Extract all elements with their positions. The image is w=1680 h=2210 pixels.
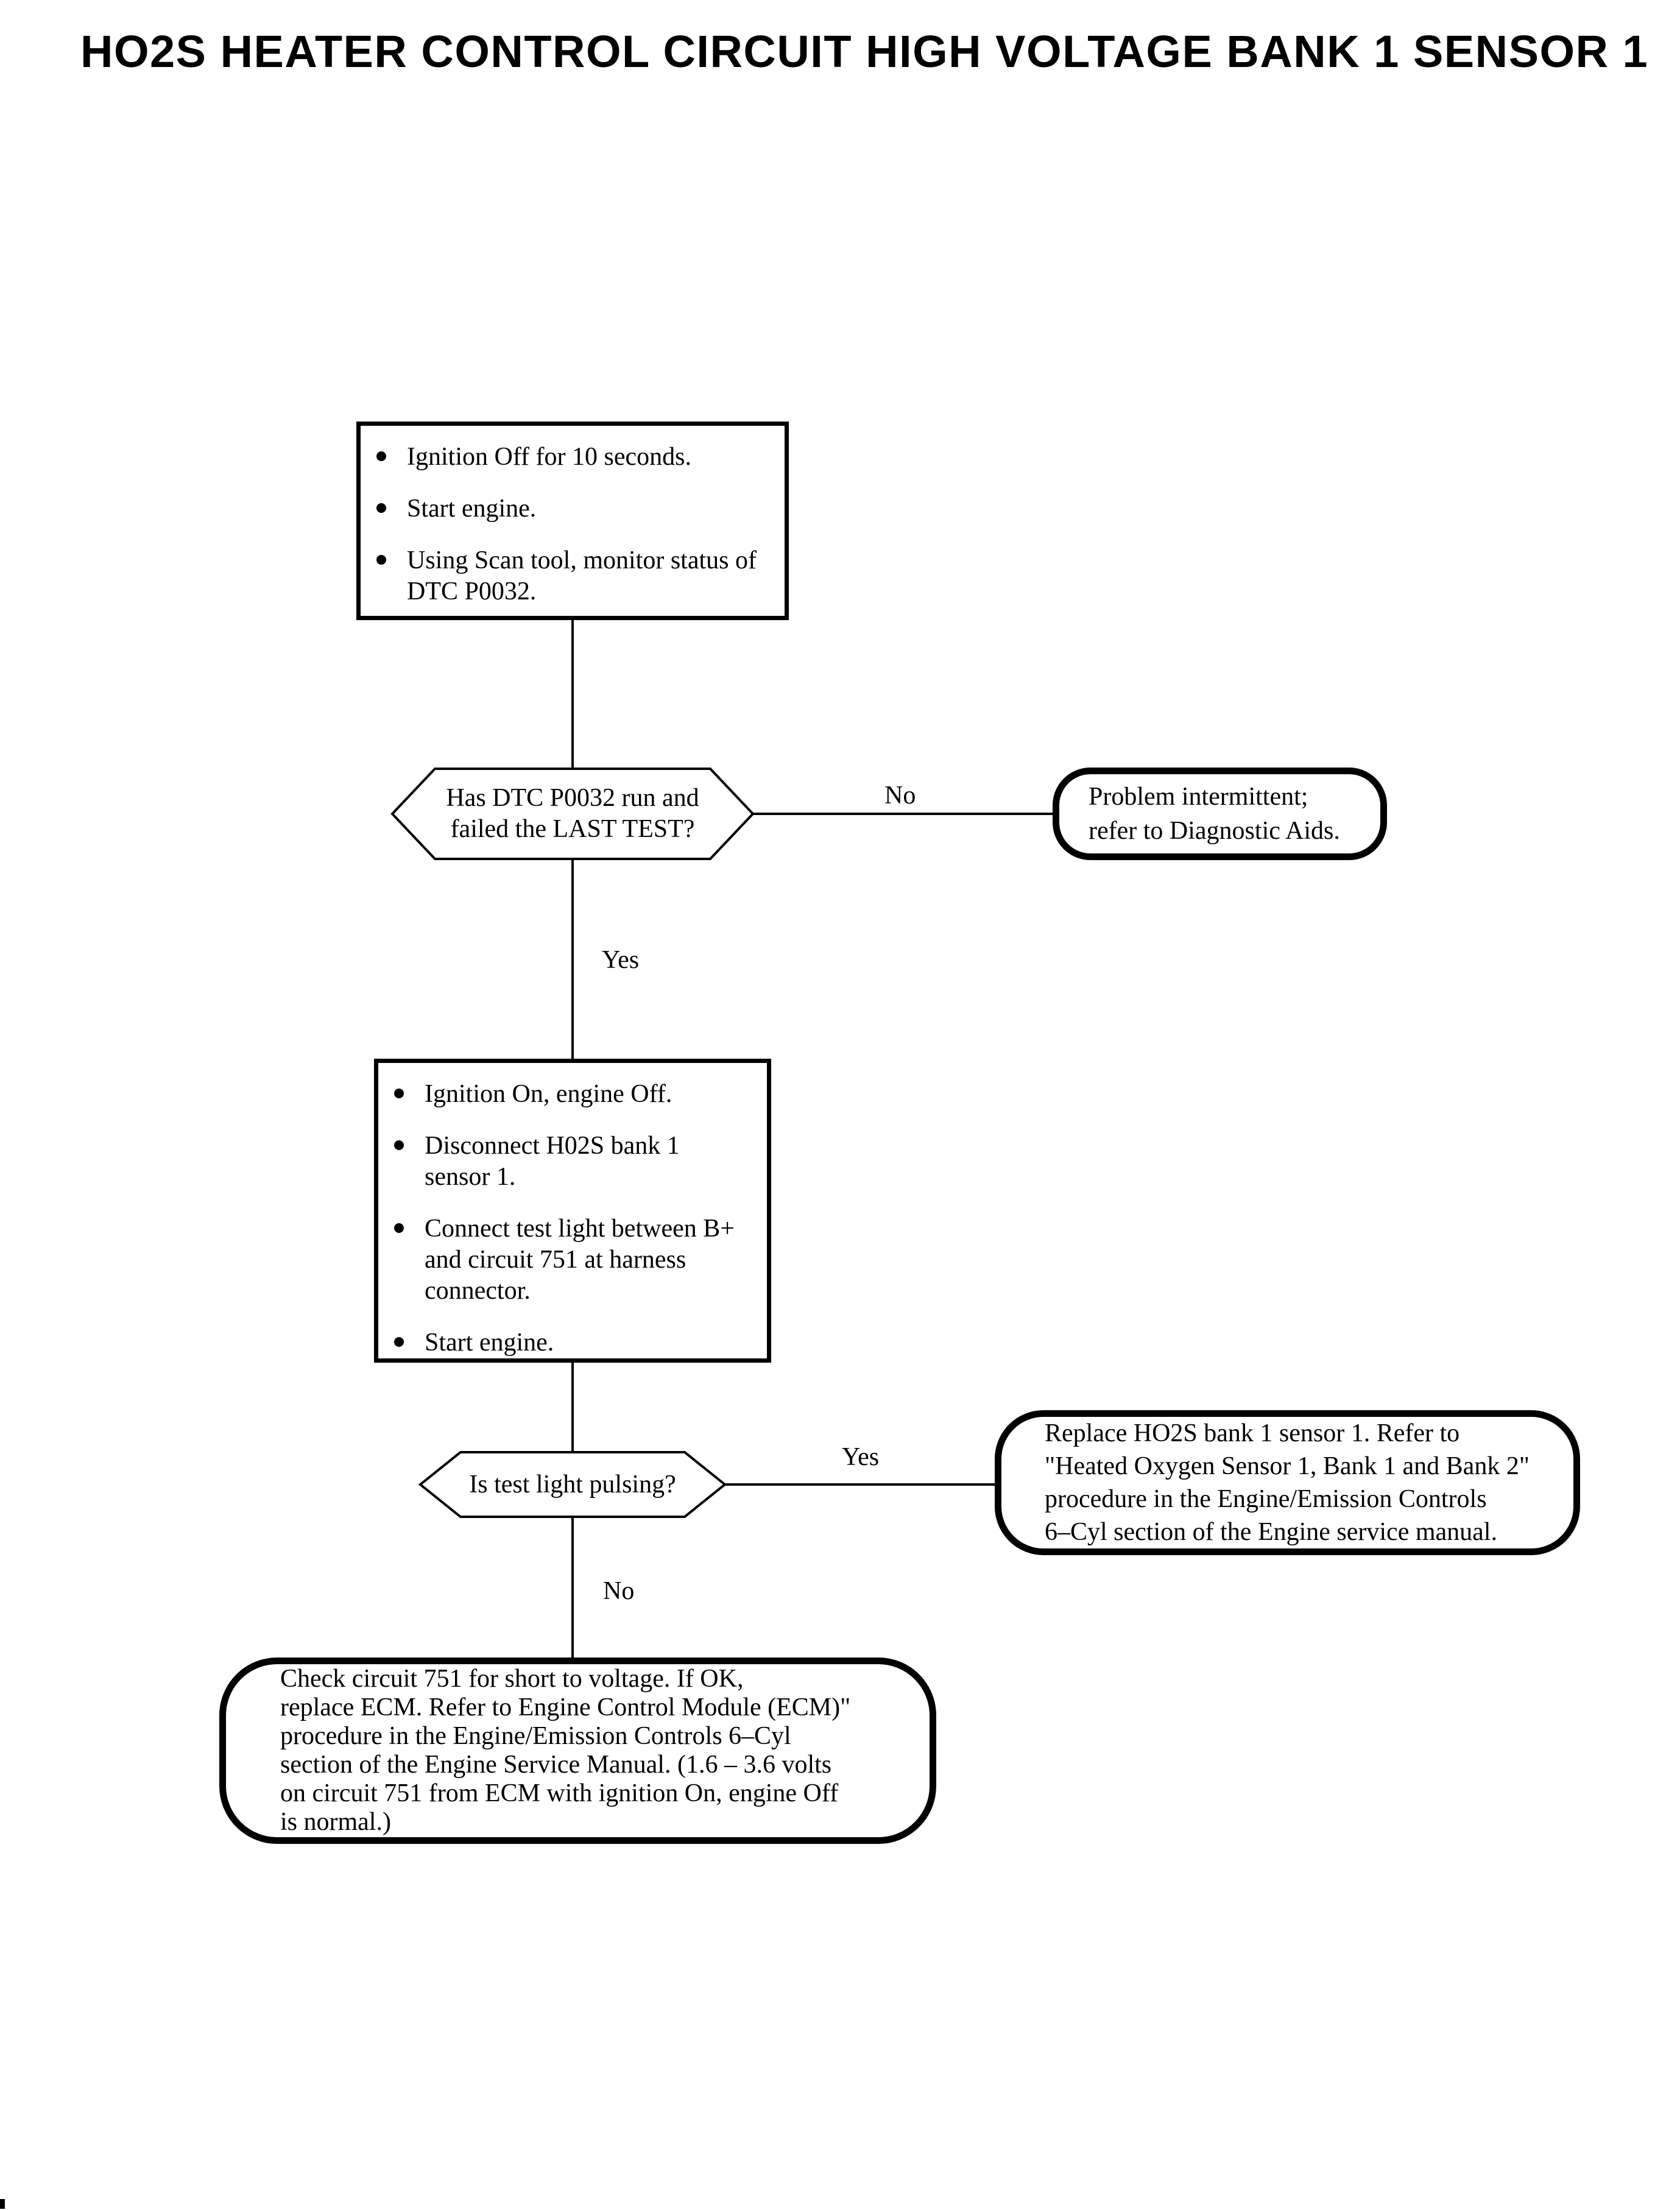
scan-artifact <box>0 2199 5 2209</box>
terminal-replace-line-3: procedure in the Engine/Emission Control… <box>1045 1485 1487 1513</box>
bullet-icon <box>394 1337 404 1347</box>
bullet-icon <box>394 1089 404 1098</box>
step1-bullet-2: Start engine. <box>407 495 537 523</box>
terminal-intermittent-line-1: Problem intermittent; <box>1089 783 1308 811</box>
terminal-check-line-6: is normal.) <box>280 1808 391 1836</box>
decision1-hexagon-shape <box>390 768 755 860</box>
decision2-yes-label: Yes <box>842 1443 880 1471</box>
terminal-replace-sensor: Replace HO2S bank 1 sensor 1. Refer to "… <box>995 1410 1580 1555</box>
decision1-no-label: No <box>884 782 916 810</box>
decision1-hexagon: Has DTC P0032 run and failed the LAST TE… <box>392 769 753 859</box>
terminal-replace-line-4: 6–Cyl section of the Engine service manu… <box>1045 1518 1497 1546</box>
decision1-question-line-2: failed the LAST TEST? <box>450 815 695 843</box>
step2-bullet-3-line-1: Connect test light between B+ <box>425 1215 735 1243</box>
decision2-question: Is test light pulsing? <box>469 1470 676 1499</box>
decision2-hexagon: Is test light pulsing? <box>420 1452 725 1517</box>
list-item: Connect test light between B+ and circui… <box>394 1213 758 1307</box>
page-title: HO2S HEATER CONTROL CIRCUIT HIGH VOLTAGE… <box>80 26 1649 77</box>
step2-bullet-1: Ignition On, engine Off. <box>425 1080 672 1108</box>
step2-bullet-3-line-3: connector. <box>425 1277 531 1305</box>
list-item: Using Scan tool, monitor status of DTC P… <box>376 545 776 607</box>
terminal-check-line-1: Check circuit 751 for short to voltage. … <box>280 1665 744 1693</box>
terminal-replace-line-1: Replace HO2S bank 1 sensor 1. Refer to <box>1045 1419 1460 1447</box>
bullet-icon <box>376 555 386 565</box>
list-item: Ignition Off for 10 seconds. <box>376 442 776 473</box>
step1-box: Ignition Off for 10 seconds. Start engin… <box>356 422 789 620</box>
terminal-problem-intermittent: Problem intermittent; refer to Diagnosti… <box>1053 768 1387 860</box>
step2-bullet-4: Start engine. <box>425 1329 554 1357</box>
step1-bullet-1: Ignition Off for 10 seconds. <box>407 443 691 471</box>
terminal-check-line-2: replace ECM. Refer to Engine Control Mod… <box>280 1693 851 1721</box>
bullet-icon <box>394 1223 404 1233</box>
list-item: Start engine. <box>394 1327 758 1358</box>
terminal-check-circuit: Check circuit 751 for short to voltage. … <box>219 1658 936 1844</box>
step2-bullet-2-line-2: sensor 1. <box>425 1163 516 1191</box>
bullet-icon <box>376 503 386 513</box>
terminal-check-line-4: section of the Engine Service Manual. (1… <box>280 1751 832 1779</box>
terminal-check-line-3: procedure in the Engine/Emission Control… <box>280 1722 791 1750</box>
terminal-replace-line-2: "Heated Oxygen Sensor 1, Bank 1 and Bank… <box>1045 1452 1530 1480</box>
step1-content: Ignition Off for 10 seconds. Start engin… <box>361 426 785 607</box>
bullet-icon <box>394 1140 404 1150</box>
step2-bullet-2-line-1: Disconnect H02S bank 1 <box>425 1132 680 1160</box>
step1-bullet-3-line-1: Using Scan tool, monitor status of <box>407 546 757 574</box>
terminal-check-line-5: on circuit 751 from ECM with ignition On… <box>280 1779 839 1807</box>
decision1-yes-label: Yes <box>602 946 640 974</box>
list-item: Disconnect H02S bank 1 sensor 1. <box>394 1131 758 1193</box>
decision1-question-line-1: Has DTC P0032 run and <box>446 784 699 812</box>
terminal-intermittent-line-2: refer to Diagnostic Aids. <box>1089 817 1340 845</box>
step2-content: Ignition On, engine Off. Disconnect H02S… <box>378 1063 767 1358</box>
bullet-icon <box>376 451 386 461</box>
step1-bullet-3-line-2: DTC P0032. <box>407 577 537 605</box>
decision2-no-label: No <box>603 1577 635 1605</box>
decision2-hexagon-shape <box>418 1451 727 1518</box>
step2-bullet-3-line-2: and circuit 751 at harness <box>425 1246 686 1274</box>
list-item: Start engine. <box>376 493 776 524</box>
step2-box: Ignition On, engine Off. Disconnect H02S… <box>374 1059 771 1363</box>
list-item: Ignition On, engine Off. <box>394 1079 758 1110</box>
